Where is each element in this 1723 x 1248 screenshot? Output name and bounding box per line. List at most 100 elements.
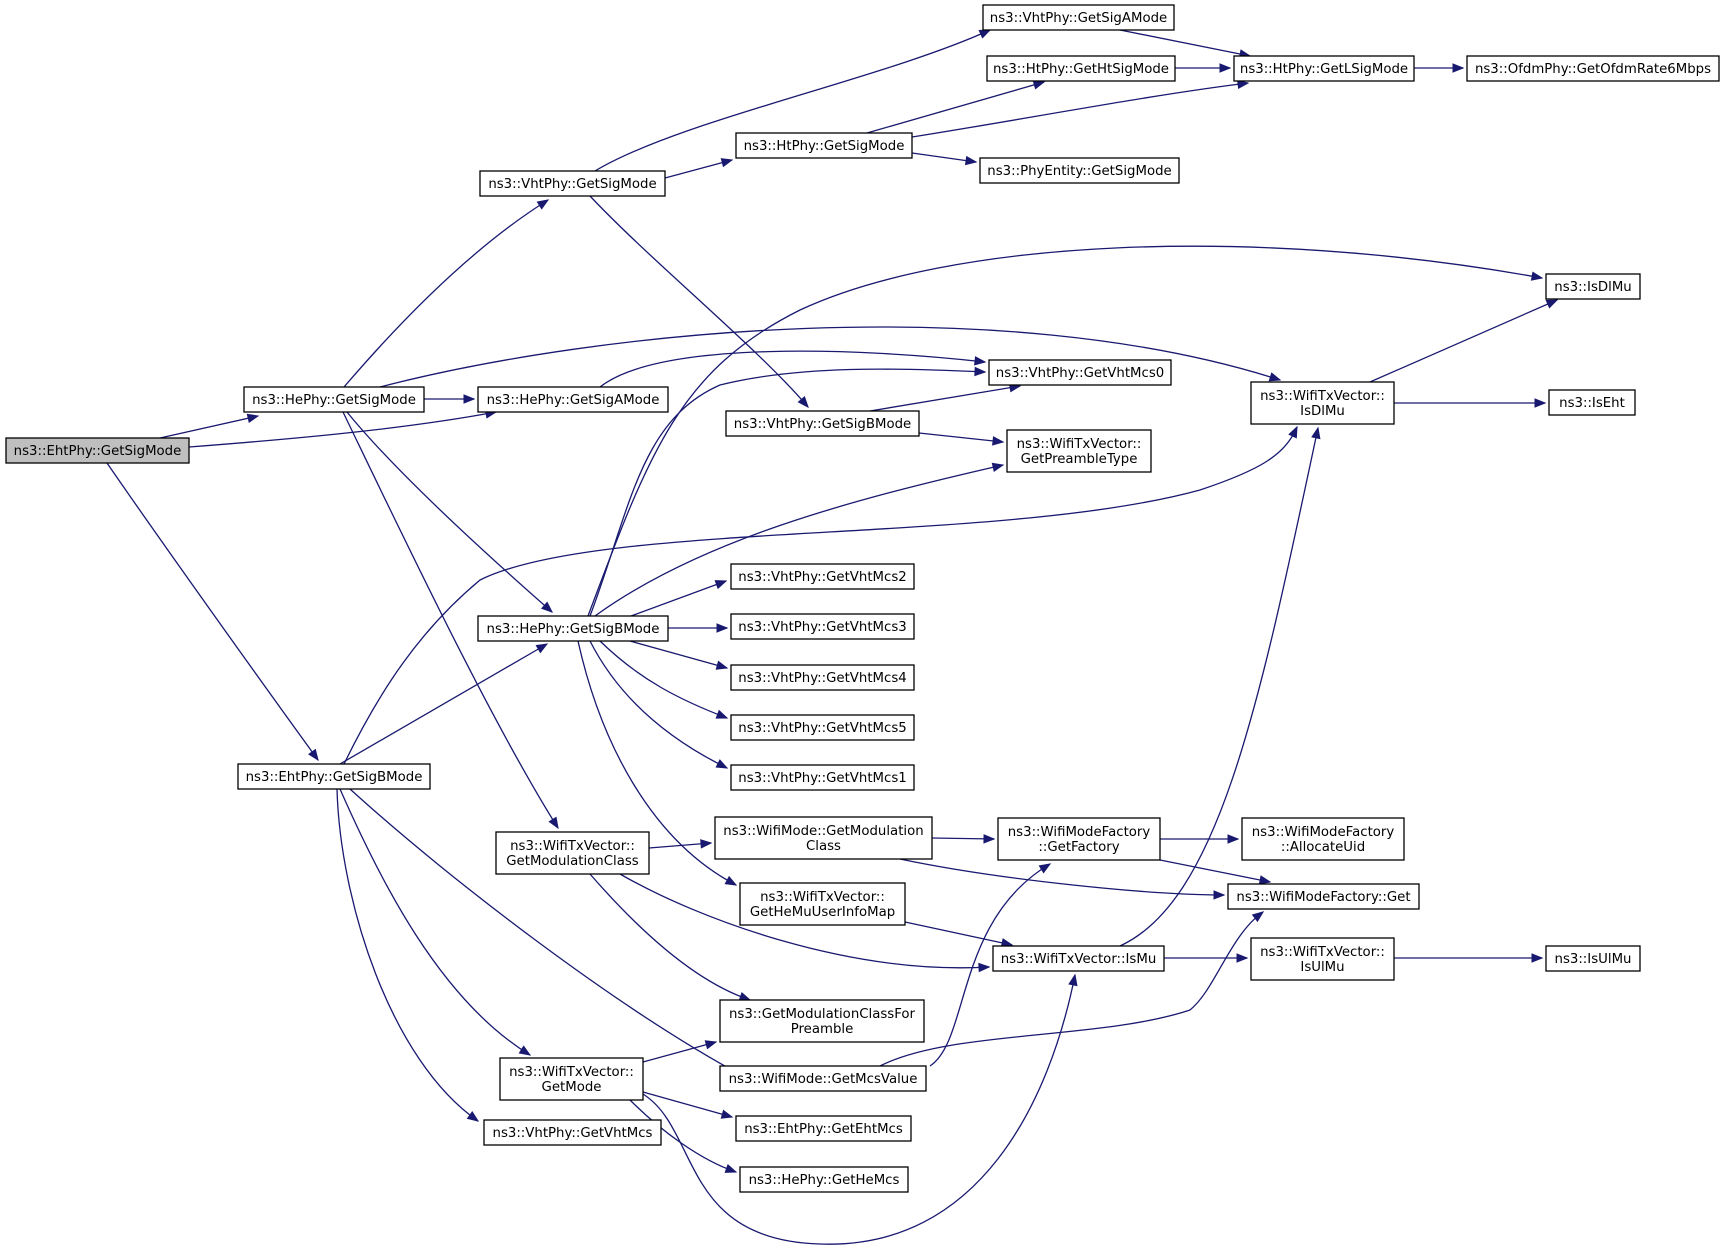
node-eht-getehtmcs[interactable]: ns3::EhtPhy::GetEhtMcs bbox=[735, 1115, 912, 1142]
node-label: ns3::HePhy::GetSigMode bbox=[252, 393, 416, 408]
node-txv-ismu[interactable]: ns3::WifiTxVector::IsMu bbox=[992, 945, 1165, 972]
arrowhead bbox=[1311, 426, 1321, 440]
arrowhead bbox=[715, 660, 729, 670]
node-vht-getsigmode[interactable]: ns3::VhtPhy::GetSigMode bbox=[479, 170, 666, 197]
edge-line bbox=[929, 863, 1051, 1067]
edge-line bbox=[664, 159, 733, 179]
node-ofdm-rate6[interactable]: ns3::OfdmPhy::GetOfdmRate6Mbps bbox=[1466, 55, 1720, 82]
node-he-gethemcs[interactable]: ns3::HePhy::GetHeMcs bbox=[739, 1166, 909, 1193]
edge-line bbox=[343, 426, 1298, 765]
edge-line bbox=[619, 873, 990, 969]
node-vht-getvhtmcs[interactable]: ns3::VhtPhy::GetVhtMcs bbox=[483, 1119, 662, 1146]
node-box bbox=[1250, 937, 1395, 981]
node-box bbox=[714, 816, 933, 860]
call-edge-he_getsigmode-to-txv_isdlmu bbox=[379, 326, 1282, 388]
node-vht-getvhtmcs3[interactable]: ns3::VhtPhy::GetVhtMcs3 bbox=[730, 613, 915, 640]
call-edge-vht_getsigamode-to-ht_getlsigmode bbox=[1119, 29, 1252, 59]
arrowhead bbox=[1534, 398, 1547, 408]
node-box bbox=[1227, 883, 1420, 910]
edge-line bbox=[106, 462, 319, 761]
node-vht-getvhtmcs4[interactable]: ns3::VhtPhy::GetVhtMcs4 bbox=[730, 664, 915, 691]
arrowhead bbox=[1251, 911, 1265, 923]
edge-line bbox=[589, 640, 728, 769]
arrowhead bbox=[797, 395, 809, 409]
node-box bbox=[1545, 273, 1641, 300]
node-ht-getlsigmode[interactable]: ns3::HtPhy::GetLSigMode bbox=[1233, 55, 1415, 82]
call-edge-he_getsigbmode-to-vht_getvhtmcs1 bbox=[589, 640, 729, 769]
node-wmf-getfactory[interactable]: ns3::WifiModeFactory::GetFactory bbox=[997, 817, 1161, 861]
call-edge-txv_getmodulationclass-to-txv_ismu bbox=[619, 873, 991, 973]
edge-line bbox=[599, 350, 986, 388]
arrowhead bbox=[540, 601, 554, 613]
node-isdlmu[interactable]: ns3::IsDlMu bbox=[1545, 273, 1641, 300]
node-label: ns3::WifiTxVector:: bbox=[509, 1065, 634, 1080]
node-vht-getvhtmcs2[interactable]: ns3::VhtPhy::GetVhtMcs2 bbox=[730, 563, 915, 590]
node-eht-getsigbmode[interactable]: ns3::EhtPhy::GetSigBMode bbox=[237, 763, 431, 790]
call-edge-he_getsigmode-to-he_getsigbmode bbox=[346, 411, 554, 613]
node-he-getsigbmode[interactable]: ns3::HePhy::GetSigBMode bbox=[477, 615, 669, 642]
call-edge-he_getsigbmode-to-txv_getpreambletype bbox=[594, 462, 1005, 617]
node-label: ns3::WifiTxVector::IsMu bbox=[1001, 952, 1157, 967]
edge-line bbox=[589, 368, 986, 617]
node-ht-getsigmode[interactable]: ns3::HtPhy::GetSigMode bbox=[735, 132, 913, 159]
node-box bbox=[979, 157, 1180, 184]
arrowhead bbox=[720, 1109, 734, 1119]
call-edge-eht_getsigbmode-to-txv_isdlmu bbox=[343, 425, 1298, 765]
arrowhead bbox=[1545, 299, 1559, 309]
function-nodes: ns3::EhtPhy::GetSigModens3::HePhy::GetSi… bbox=[5, 4, 1720, 1193]
call-edge-wmf_getfactory-to-wmf_allocateuid bbox=[1160, 834, 1240, 844]
arrowhead bbox=[1530, 271, 1544, 281]
node-wm-getmodulationclass[interactable]: ns3::WifiMode::GetModulationClass bbox=[714, 816, 933, 860]
node-wm-getmcsvalue[interactable]: ns3::WifiMode::GetMcsValue bbox=[719, 1065, 927, 1092]
edge-line bbox=[866, 81, 1045, 134]
node-ht-gethtsigmode[interactable]: ns3::HtPhy::GetHtSigMode bbox=[986, 55, 1176, 82]
node-txv-getmode[interactable]: ns3::WifiTxVector::GetMode bbox=[499, 1057, 644, 1101]
node-he-getsigamode[interactable]: ns3::HePhy::GetSigAMode bbox=[477, 386, 669, 413]
node-label: ::GetFactory bbox=[1038, 840, 1119, 855]
call-edge-txv_isdlmu-to-iseht bbox=[1394, 398, 1547, 408]
node-box bbox=[735, 132, 913, 159]
node-label: ns3::VhtPhy::GetVhtMcs0 bbox=[996, 366, 1164, 381]
node-txv-getpreambletype[interactable]: ns3::WifiTxVector::GetPreambleType bbox=[1006, 429, 1152, 473]
call-edge-eht_getsigbmode-to-txv_getmode bbox=[339, 788, 532, 1056]
node-he-getsigmode[interactable]: ns3::HePhy::GetSigMode bbox=[243, 386, 425, 413]
arrowhead bbox=[535, 643, 549, 654]
node-box bbox=[997, 817, 1161, 861]
call-edge-txv_getmode-to-eht_getehtmcs bbox=[642, 1091, 734, 1119]
arrowhead bbox=[704, 1040, 718, 1050]
call-edge-vht_getsigmode-to-ht_getsigmode bbox=[664, 158, 734, 179]
node-vht-getvhtmcs5[interactable]: ns3::VhtPhy::GetVhtMcs5 bbox=[730, 714, 915, 741]
node-isulmu[interactable]: ns3::IsUlMu bbox=[1545, 945, 1641, 972]
node-vht-getvhtmcs1[interactable]: ns3::VhtPhy::GetVhtMcs1 bbox=[730, 764, 915, 791]
arrowhead bbox=[1032, 80, 1046, 90]
node-label: ns3::VhtPhy::GetVhtMcs bbox=[493, 1126, 653, 1141]
node-label: GetHeMuUserInfoMap bbox=[750, 905, 895, 920]
arrowhead bbox=[700, 839, 713, 849]
node-eht-getsigmode[interactable]: ns3::EhtPhy::GetSigMode bbox=[5, 437, 190, 464]
node-phyentity-getsigmode[interactable]: ns3::PhyEntity::GetSigMode bbox=[979, 157, 1180, 184]
arrowhead bbox=[724, 875, 738, 886]
node-txv-isulmu[interactable]: ns3::WifiTxVector::IsUlMu bbox=[1250, 937, 1395, 981]
arrowhead bbox=[518, 1045, 532, 1056]
node-wmf-allocateuid[interactable]: ns3::WifiModeFactory::AllocateUid bbox=[1241, 817, 1405, 861]
node-txv-gethemuuserinfomap[interactable]: ns3::WifiTxVector::GetHeMuUserInfoMap bbox=[739, 882, 906, 926]
node-iseht[interactable]: ns3::IsEht bbox=[1548, 389, 1636, 416]
node-label: ns3::WifiModeFactory bbox=[1008, 825, 1151, 840]
node-vht-getsigamode[interactable]: ns3::VhtPhy::GetSigAMode bbox=[982, 4, 1175, 31]
arrowhead bbox=[1258, 875, 1272, 885]
node-box bbox=[477, 615, 669, 642]
arrowhead bbox=[548, 816, 559, 830]
edge-line bbox=[911, 82, 1249, 138]
node-txv-getmodulationclass[interactable]: ns3::WifiTxVector::GetModulationClass bbox=[495, 831, 650, 875]
node-label: ns3::VhtPhy::GetVhtMcs2 bbox=[738, 570, 906, 585]
node-vht-getvhtmcs0[interactable]: ns3::VhtPhy::GetVhtMcs0 bbox=[988, 359, 1172, 386]
call-edge-wm_getmcsvalue-to-wmf_getfactory bbox=[929, 863, 1052, 1067]
node-vht-getsigbmode[interactable]: ns3::VhtPhy::GetSigBMode bbox=[725, 410, 920, 437]
node-wmf-get[interactable]: ns3::WifiModeFactory::Get bbox=[1227, 883, 1420, 910]
node-txv-isdlmu[interactable]: ns3::WifiTxVector::IsDlMu bbox=[1250, 381, 1395, 425]
arrowhead bbox=[536, 199, 550, 210]
call-edge-eht_getsigmode-to-he_getsigamode bbox=[188, 409, 498, 448]
node-label: GetMode bbox=[542, 1080, 602, 1095]
